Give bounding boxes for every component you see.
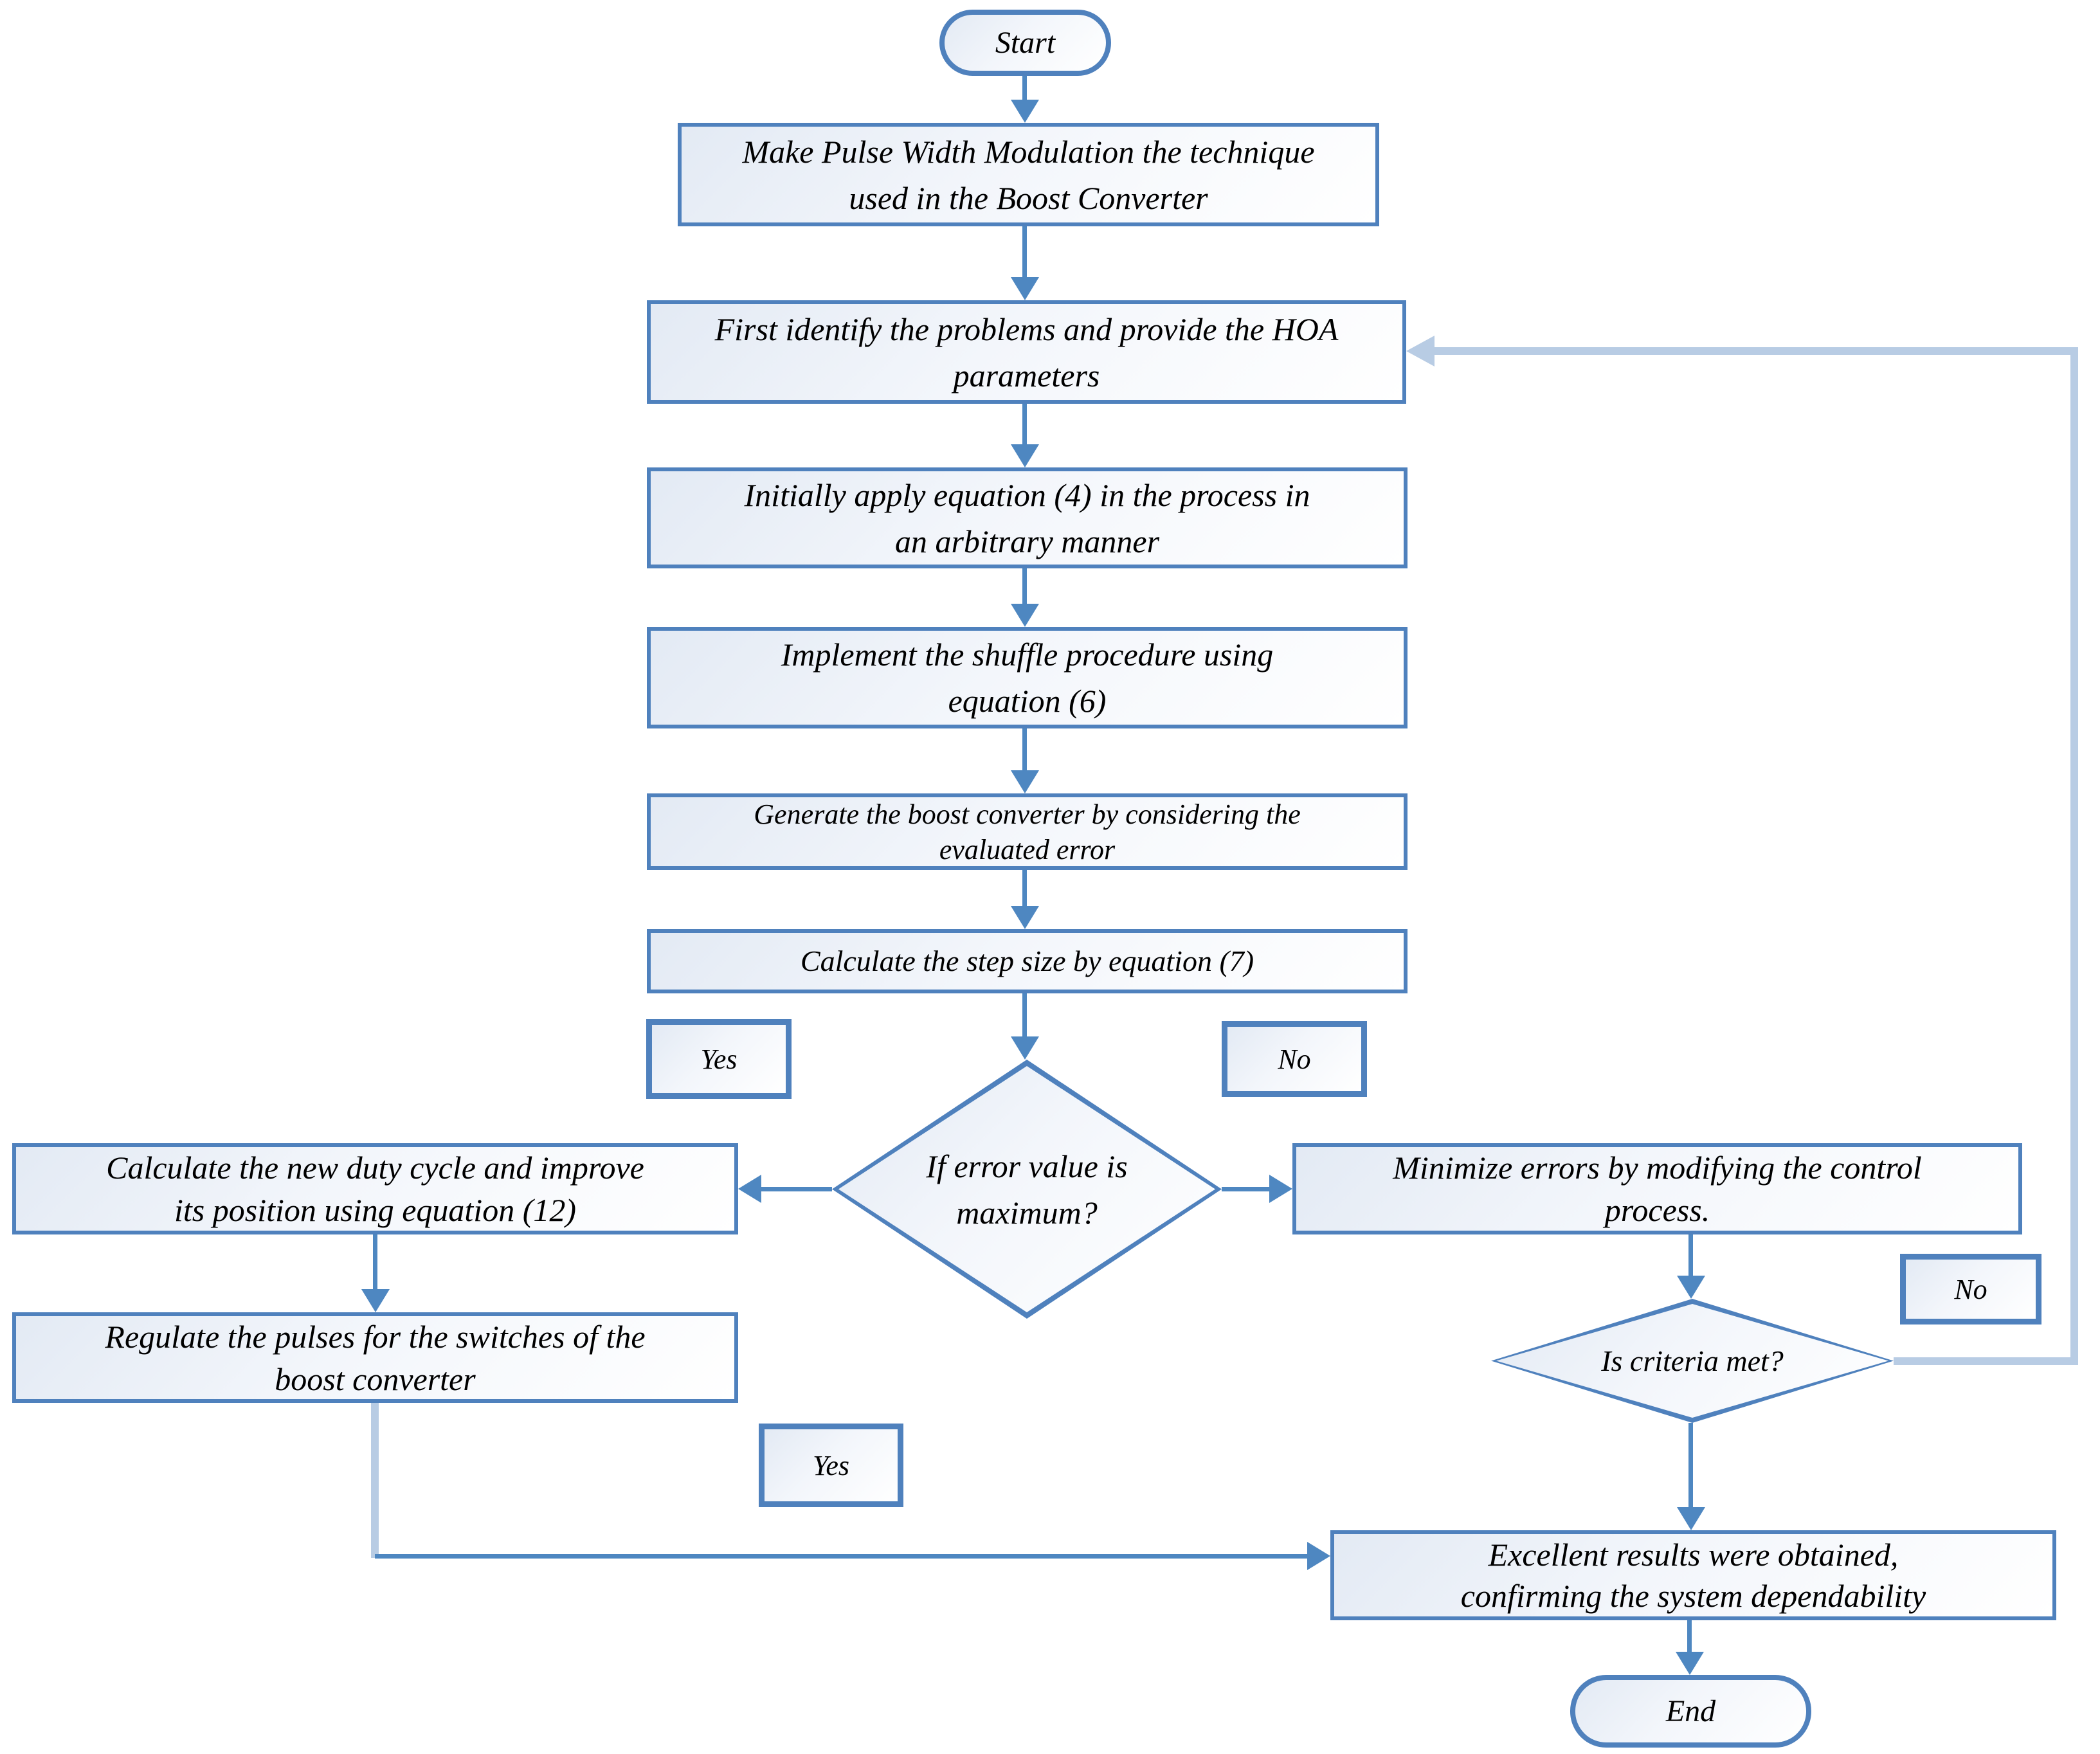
criteria-decision-label: Is criteria met? <box>1601 1344 1784 1377</box>
identify-problems-box: First identify the problems and provide … <box>647 300 1406 404</box>
pwm-line-1: Make Pulse Width Modulation the techniqu… <box>742 133 1315 170</box>
shuffle-procedure-box: Implement the shuffle procedure using eq… <box>647 627 1408 728</box>
pwm-line-2: used in the Boost Converter <box>849 179 1208 216</box>
criteria-decision-text: Is criteria met? <box>1491 1299 1894 1423</box>
arrowhead-stepsize-to-error-decision <box>1011 1036 1039 1060</box>
apply-equation4-box: Initially apply equation (4) in the proc… <box>647 467 1408 568</box>
arrowhead-identify-to-apply <box>1011 444 1039 467</box>
arrow-start-to-pwm <box>1022 75 1027 102</box>
line-regulate-down <box>371 1403 379 1558</box>
duty-cycle-line-2: its position using equation (12) <box>174 1192 576 1228</box>
arrow-apply-to-shuffle <box>1022 568 1027 604</box>
arrowhead-results-to-end <box>1676 1652 1704 1675</box>
minimize-line-2: process. <box>1604 1192 1710 1228</box>
step-size-box: Calculate the step size by equation (7) <box>647 929 1408 993</box>
apply-line-2: an arbitrary manner <box>894 523 1160 559</box>
arrow-generate-to-stepsize <box>1022 870 1027 907</box>
criteria-met-decision: Is criteria met? <box>1491 1299 1894 1423</box>
arrowhead-error-decision-to-minimize <box>1269 1175 1292 1203</box>
arrow-identify-to-apply <box>1022 404 1027 445</box>
error-max-decision: If error value is maximum? <box>832 1060 1222 1319</box>
arrowhead-yes-path-to-results <box>1307 1542 1330 1570</box>
generate-line-2: evaluated error <box>939 833 1116 865</box>
identify-line-1: First identify the problems and provide … <box>714 311 1339 347</box>
generate-converter-box: Generate the boost converter by consider… <box>647 793 1408 870</box>
arrowhead-criteria-to-results <box>1677 1507 1705 1530</box>
generate-line-1: Generate the boost converter by consider… <box>754 798 1301 830</box>
arrow-pwm-to-identify <box>1022 226 1027 278</box>
step-size-label: Calculate the step size by equation (7) <box>800 945 1254 977</box>
arrowhead-pwm-to-identify <box>1011 277 1039 300</box>
error-decision-line-1: If error value is <box>926 1148 1128 1184</box>
loop-line-right <box>2070 347 2078 1365</box>
start-terminal: Start <box>939 10 1111 76</box>
loop-arrowhead-into-identify <box>1406 336 1435 366</box>
loop-line-bottom <box>1894 1357 2078 1365</box>
yes-bottom-text: Yes <box>812 1449 850 1481</box>
error-decision-text: If error value is maximum? <box>832 1060 1222 1319</box>
pwm-process-box: Make Pulse Width Modulation the techniqu… <box>678 123 1379 226</box>
minimize-line-1: Minimize errors by modifying the control <box>1393 1150 1922 1186</box>
results-line-2: confirming the system dependability <box>1460 1578 1926 1614</box>
no-label-loop: No <box>1900 1254 2041 1325</box>
loop-line-top <box>1433 347 2078 355</box>
arrowhead-generate-to-stepsize <box>1011 906 1039 929</box>
arrowhead-minimize-to-criteria <box>1677 1276 1705 1299</box>
arrow-error-decision-to-minimize <box>1222 1187 1269 1191</box>
no-loop-text: No <box>1954 1273 1987 1305</box>
minimize-errors-box: Minimize errors by modifying the control… <box>1292 1143 2022 1234</box>
results-line-1: Excellent results were obtained, <box>1488 1537 1899 1573</box>
shuffle-line-1: Implement the shuffle procedure using <box>781 637 1274 673</box>
arrow-yes-path-to-results <box>375 1554 1307 1559</box>
identify-line-2: parameters <box>953 357 1100 393</box>
duty-cycle-box: Calculate the new duty cycle and improve… <box>12 1143 738 1234</box>
arrowhead-error-decision-to-duty-cycle <box>738 1175 761 1203</box>
apply-line-1: Initially apply equation (4) in the proc… <box>744 476 1310 513</box>
arrow-criteria-to-results <box>1688 1423 1693 1508</box>
shuffle-line-2: equation (6) <box>948 683 1107 719</box>
yes-label-bottom: Yes <box>759 1424 903 1507</box>
results-box: Excellent results were obtained, confirm… <box>1330 1530 2056 1620</box>
arrow-duty-cycle-to-regulate <box>373 1234 377 1290</box>
arrowhead-duty-cycle-to-regulate <box>361 1289 390 1312</box>
arrowhead-start-to-pwm <box>1011 100 1039 123</box>
yes-left-text: Yes <box>700 1043 738 1075</box>
error-decision-line-2: maximum? <box>956 1194 1098 1231</box>
yes-label-left: Yes <box>646 1019 792 1099</box>
arrow-minimize-to-criteria <box>1688 1234 1693 1276</box>
arrowhead-apply-to-shuffle <box>1011 604 1039 627</box>
regulate-line-1: Regulate the pulses for the switches of … <box>105 1318 646 1355</box>
regulate-pulses-box: Regulate the pulses for the switches of … <box>12 1312 738 1403</box>
no-label-right: No <box>1222 1021 1367 1097</box>
duty-cycle-line-1: Calculate the new duty cycle and improve <box>106 1150 644 1186</box>
start-label: Start <box>995 25 1056 60</box>
arrowhead-shuffle-to-generate <box>1011 770 1039 793</box>
arrow-results-to-end <box>1687 1620 1692 1652</box>
regulate-line-2: boost converter <box>275 1361 476 1397</box>
arrow-error-decision-to-duty-cycle <box>761 1187 832 1191</box>
end-terminal: End <box>1570 1675 1811 1748</box>
arrow-stepsize-to-error-decision <box>1022 993 1027 1037</box>
arrow-shuffle-to-generate <box>1022 728 1027 771</box>
no-right-text: No <box>1278 1043 1311 1075</box>
end-label: End <box>1665 1694 1716 1728</box>
